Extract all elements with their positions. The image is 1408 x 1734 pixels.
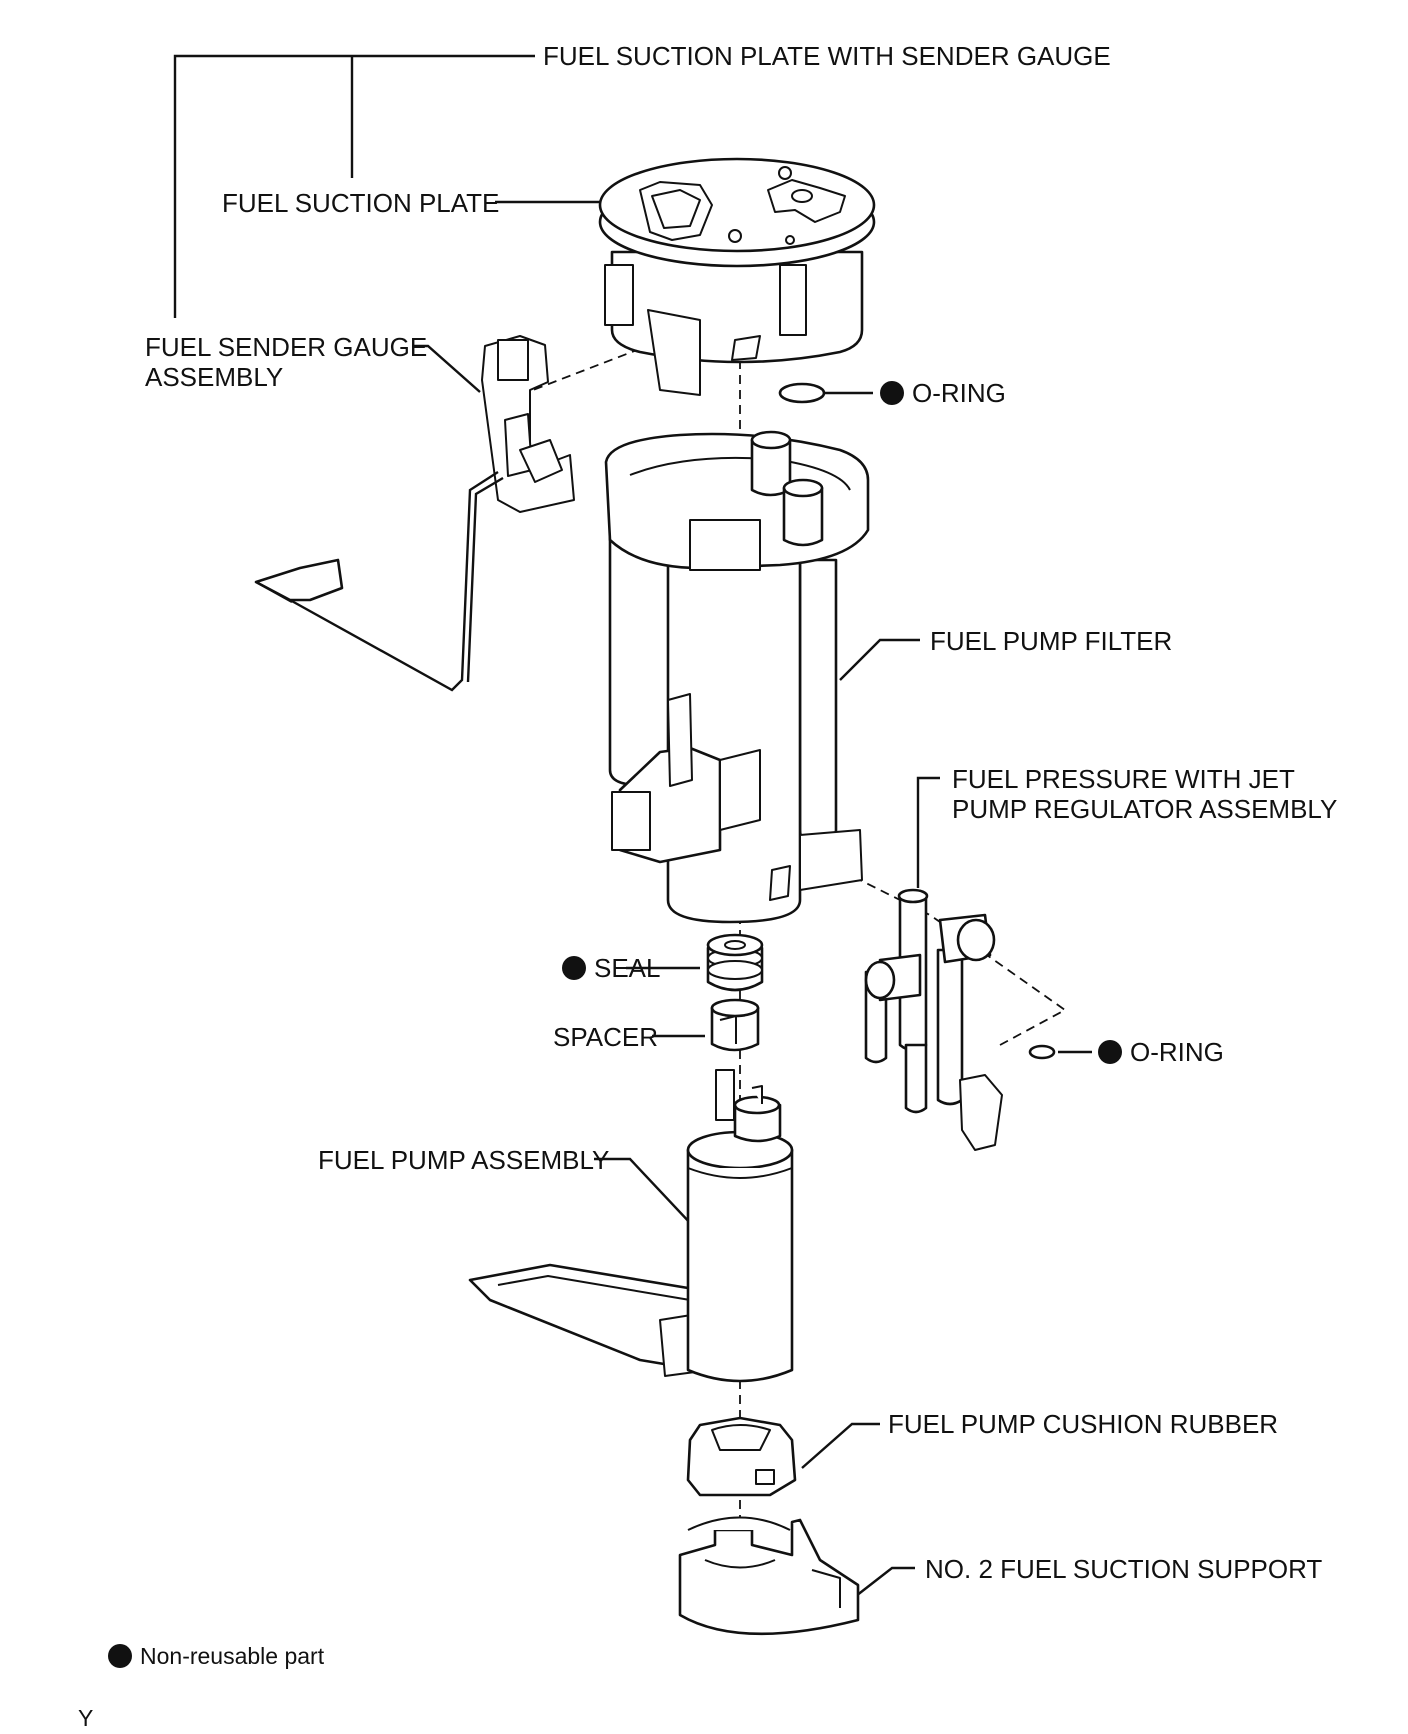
o-ring-right-part <box>1028 1044 1056 1060</box>
spacer-part <box>710 998 760 1052</box>
label-sender-gauge-line1: FUEL SENDER GAUGE <box>145 332 427 362</box>
label-o-ring-right: O-RING <box>1130 1037 1224 1067</box>
label-pump-assembly: FUEL PUMP ASSEMBLY <box>318 1145 609 1175</box>
label-suction-plate: FUEL SUCTION PLATE <box>222 188 499 218</box>
label-plate-with-gauge: FUEL SUCTION PLATE WITH SENDER GAUGE <box>543 41 1111 71</box>
fuel-pump-cushion-rubber-part <box>686 1416 797 1497</box>
no2-fuel-suction-support-part <box>678 1516 860 1636</box>
label-cushion-rubber: FUEL PUMP CUSHION RUBBER <box>888 1409 1278 1439</box>
fuel-pump-part <box>468 1069 794 1383</box>
label-o-ring-top: O-RING <box>912 378 1006 408</box>
fuel-pressure-regulator-part <box>864 888 1003 1151</box>
fuel-pump-filter-part <box>604 430 870 924</box>
label-seal: SEAL <box>594 953 661 983</box>
fuel-suction-plate-part <box>598 157 876 396</box>
fuel-sender-gauge-part <box>254 335 575 692</box>
leader-lines <box>173 54 1092 1597</box>
label-suction-support: NO. 2 FUEL SUCTION SUPPORT <box>925 1554 1322 1584</box>
legend-text: Non-reusable part <box>140 1643 325 1669</box>
o-ring-top-part <box>778 382 826 404</box>
non-reusable-marker-seal <box>562 956 586 980</box>
seal-part <box>706 933 764 992</box>
non-reusable-marker-oring-top <box>880 381 904 405</box>
legend-symbol <box>108 1644 132 1668</box>
label-spacer: SPACER <box>553 1022 658 1052</box>
label-regulator-line2: PUMP REGULATOR ASSEMBLY <box>952 794 1337 824</box>
non-reusable-marker-oring-right <box>1098 1040 1122 1064</box>
label-sender-gauge-line2: ASSEMBLY <box>145 362 283 392</box>
label-pump-filter: FUEL PUMP FILTER <box>930 626 1172 656</box>
corner-code: Y <box>78 1705 93 1731</box>
label-regulator-line1: FUEL PRESSURE WITH JET <box>952 764 1295 794</box>
